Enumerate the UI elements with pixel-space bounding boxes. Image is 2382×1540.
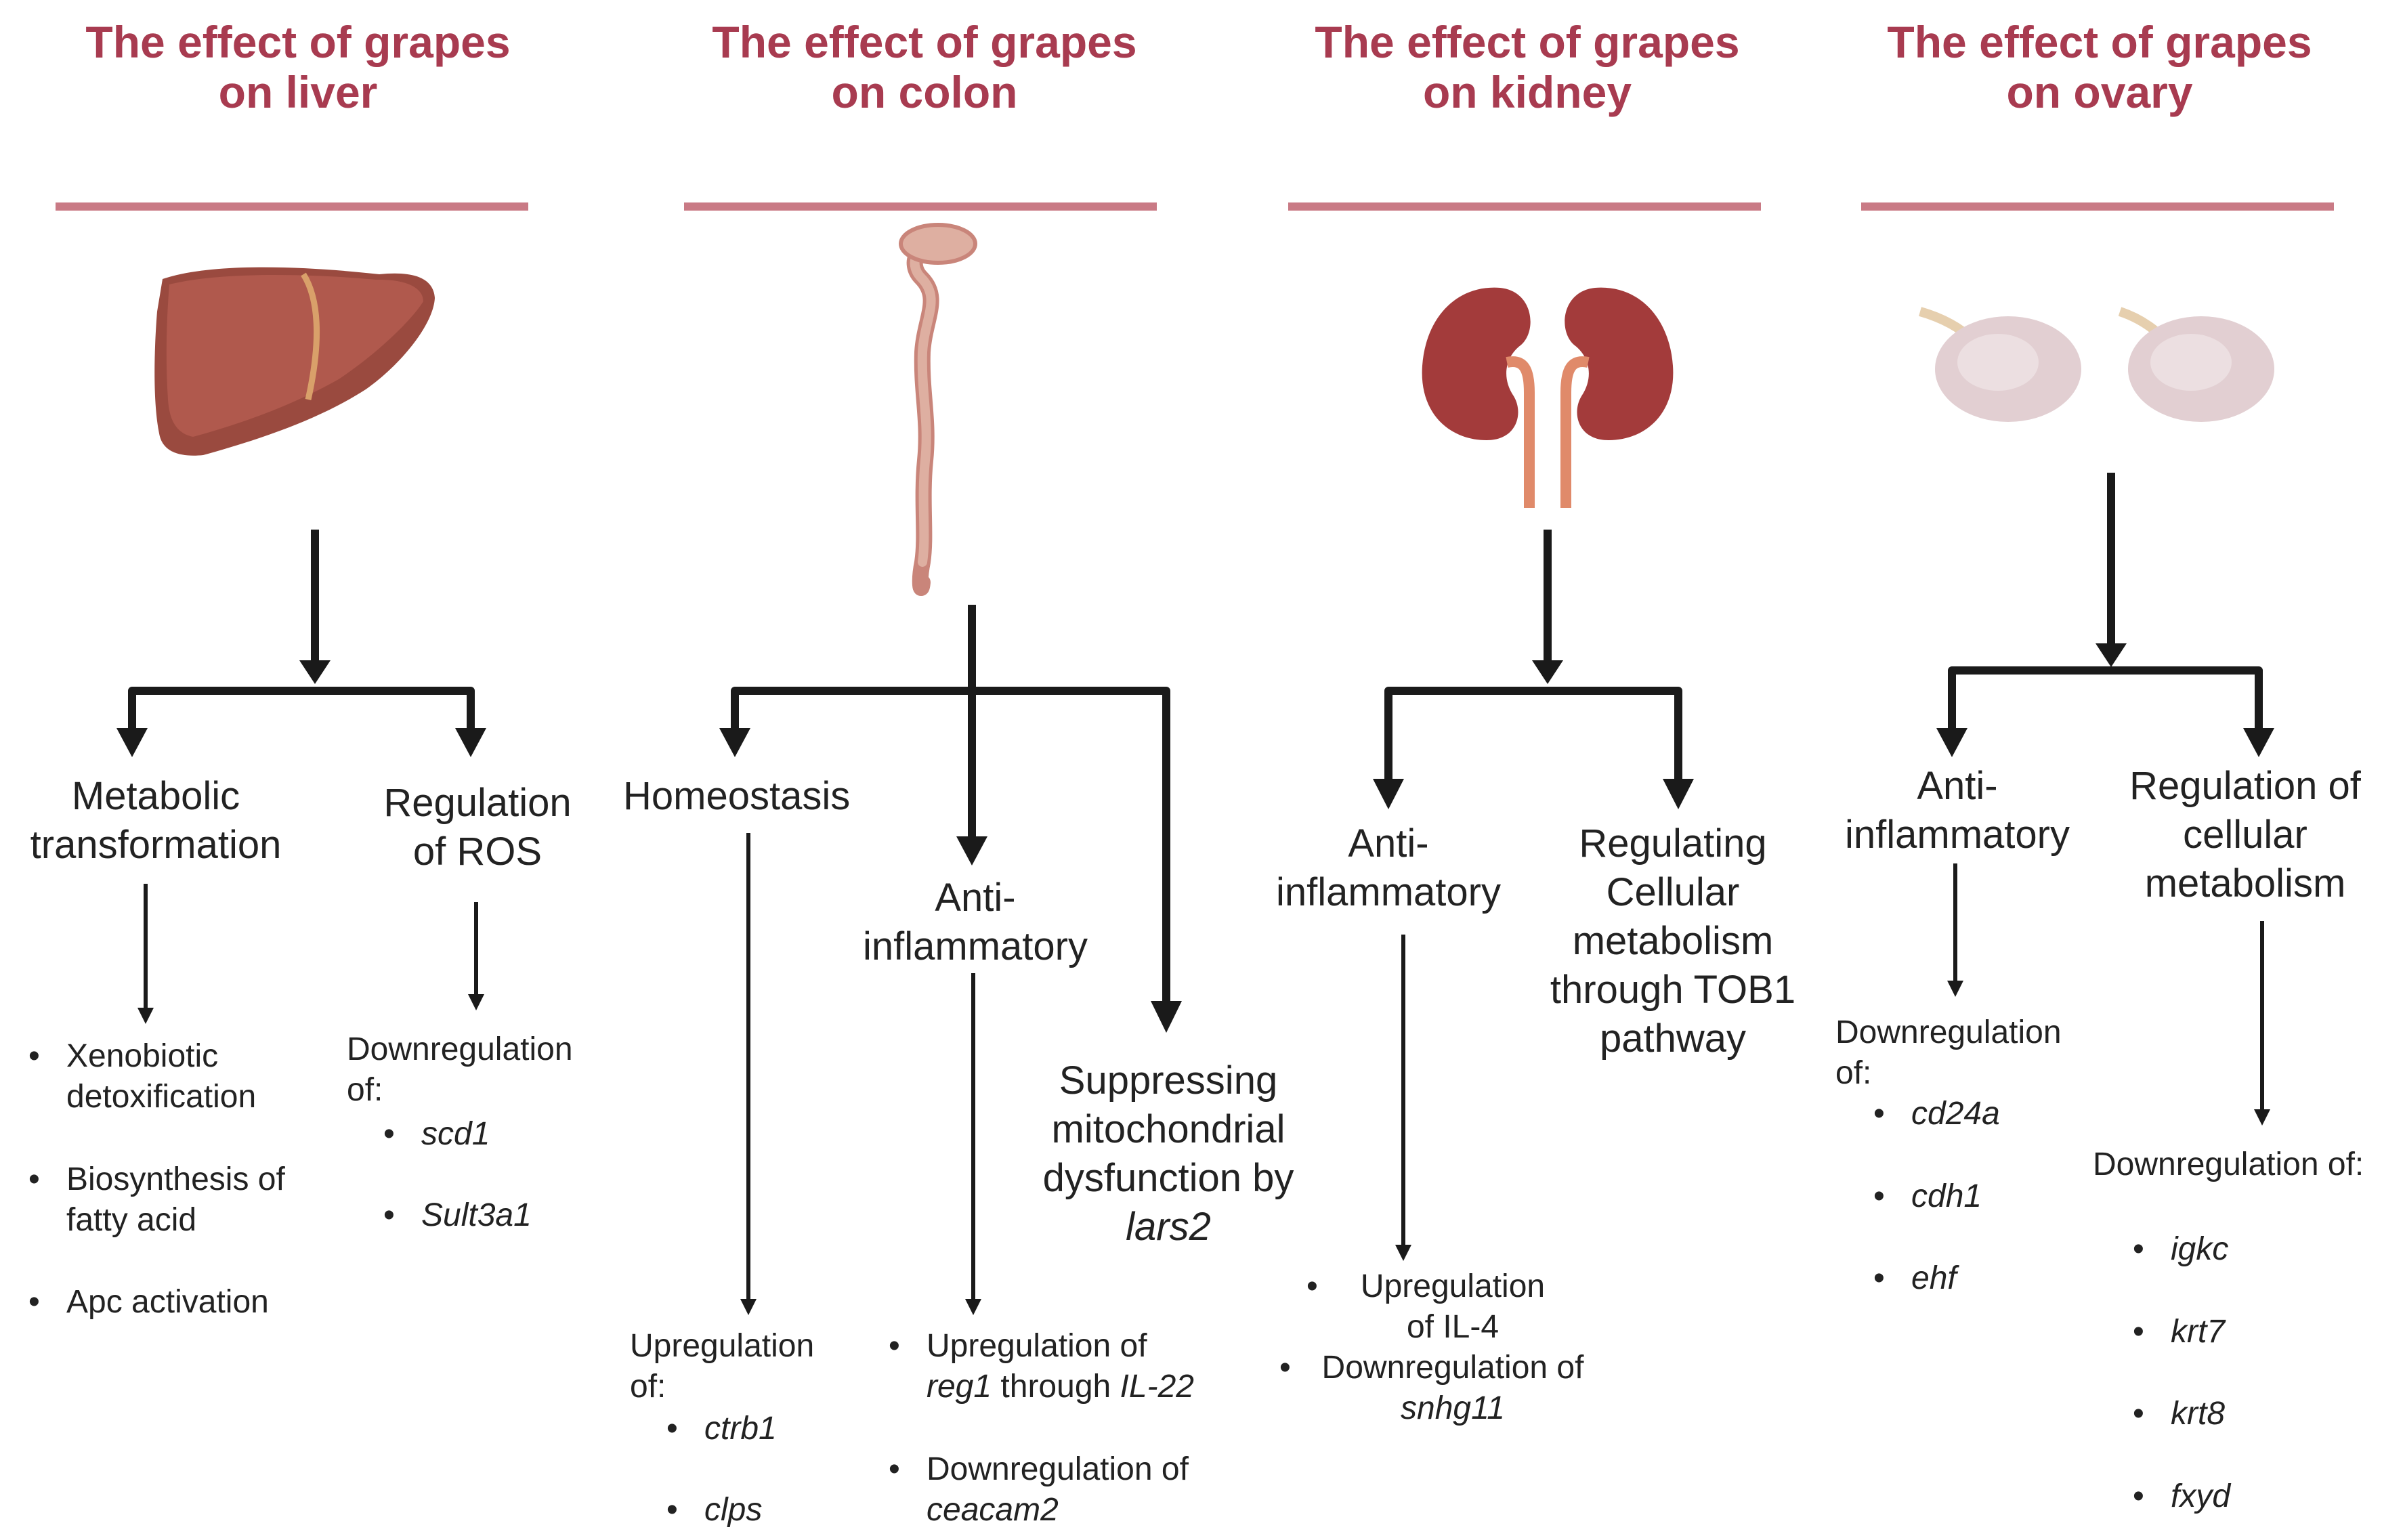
list-item: Upregulation of reg1 through IL-22: [889, 1326, 1197, 1407]
ros-heading: Downregulation of:: [347, 1031, 573, 1108]
ovary-title: The effect of grapes on ovary: [1887, 17, 2312, 117]
arrowheads: [116, 643, 2274, 1315]
gene-ctrb1: ctrb1: [666, 1409, 777, 1449]
gene-scd1: scd1: [383, 1114, 490, 1155]
metabolic-transformation-label: Metabolic transformation: [30, 774, 282, 867]
gene-ehf: ehf: [1873, 1258, 1957, 1299]
ovary-metabolism-heading: Downregulation of:: [2093, 1147, 2364, 1182]
list-item: Upregulation of IL-4: [1306, 1266, 1561, 1348]
list-item: Apc activation: [28, 1282, 283, 1323]
kidney-anti-inflammatory-label: Anti-inflammatory: [1276, 821, 1501, 914]
colon-homeostasis-heading: Upregulation of:: [630, 1328, 815, 1405]
gene-cd24a: cd24a: [1873, 1094, 2000, 1134]
list-item: Downregulation of ceacam2: [889, 1449, 1211, 1531]
gene-krt7: krt7: [2133, 1312, 2225, 1352]
colon-icon: [899, 223, 977, 596]
liver-title: The effect of grapes on liver: [85, 17, 511, 117]
kidney-title: The effect of grapes on kidney: [1315, 17, 1740, 117]
colon-anti-inflammatory-label: Anti-inflammatory: [863, 876, 1088, 968]
gene-krt8: krt8: [2133, 1394, 2225, 1434]
colon-title: The effect of grapes on colon: [712, 17, 1137, 117]
suppressing-mitochondrial-label: Suppressing mitochondrial dysfunction by…: [1042, 1058, 1294, 1249]
ovary-anti-inflammatory-label: Anti-inflammatory: [1845, 764, 2070, 857]
ovary-icon: [1919, 307, 2274, 422]
list-item: Xenobiotic detoxification: [28, 1036, 297, 1117]
kidney-icon: [1422, 287, 1674, 508]
liver-icon: [154, 267, 435, 456]
list-item: Biosynthesis of fatty acid: [28, 1159, 297, 1241]
regulation-cellular-metabolism-label: Regulation of cellular metabolism: [2129, 764, 2361, 905]
list-item: Downregulation of snhg11: [1279, 1348, 1588, 1429]
homeostasis-label: Homeostasis: [623, 774, 851, 818]
regulating-cellular-metabolism-label: Regulating Cellular metabolism through T…: [1550, 821, 1796, 1061]
ovary-anti-heading: Downregulation of:: [1835, 1014, 2062, 1091]
gene-cdh1: cdh1: [1873, 1176, 1982, 1217]
gene-fxyd: fxyd: [2133, 1476, 2230, 1517]
gene-igkc: igkc: [2133, 1229, 2229, 1270]
gene-clps: clps: [666, 1490, 763, 1531]
gene-sult3a1: Sult3a1: [383, 1195, 532, 1236]
regulation-of-ros-label: Regulation of ROS: [383, 781, 572, 874]
